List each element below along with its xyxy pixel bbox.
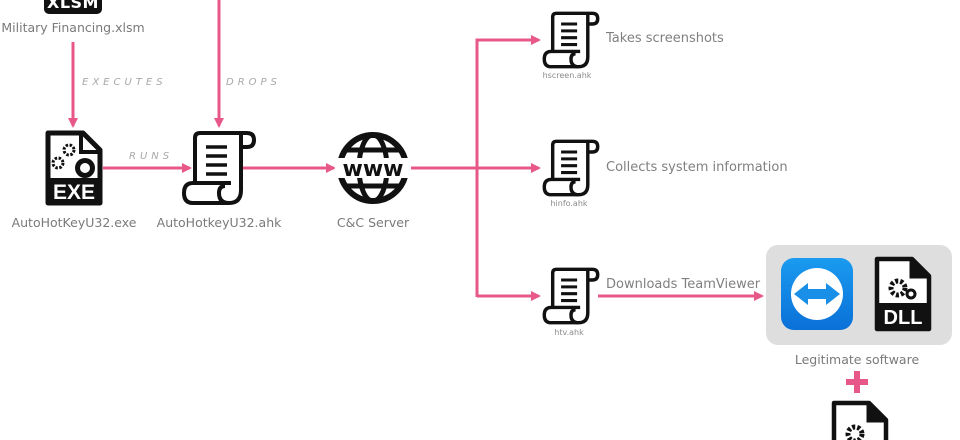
exe-badge: EXE: [53, 181, 95, 204]
edge-cc-to-hscreen: [475, 35, 541, 297]
xlsm-file-icon: XLSM: [44, 0, 102, 14]
dll-badge: DLL: [884, 307, 923, 329]
exe-file-icon: EXE: [45, 130, 103, 206]
hinfo-description: Collects system information: [606, 160, 788, 175]
exe-label: AutoHotKeyU32.exe: [11, 215, 137, 230]
plus-icon: [846, 371, 868, 393]
www-globe-icon: www: [335, 132, 411, 204]
edge-label-runs: RUNS: [129, 151, 174, 162]
hinfo-label: hinfo.ahk: [550, 199, 588, 208]
cc-label: C&C Server: [336, 215, 410, 230]
script-scroll-icon: [542, 139, 600, 197]
dll-file-icon: DLL: [874, 256, 932, 332]
htv-label: htv.ahk: [554, 328, 584, 337]
script-scroll-icon: [542, 267, 600, 325]
teamviewer-icon: [781, 258, 853, 330]
edge-label-drops: DROPS: [226, 77, 281, 88]
connector-lines: [68, 0, 764, 301]
htv-description: Downloads TeamViewer: [606, 277, 761, 292]
edge-label-executes: EXECUTES: [82, 77, 167, 88]
xlsm-badge: XLSM: [47, 0, 99, 12]
script-scroll-icon: [182, 131, 256, 205]
gear-file-icon: [831, 400, 889, 440]
ahk-label: AutoHotkeyU32.ahk: [156, 215, 282, 230]
svg-text:www: www: [343, 157, 404, 182]
legitimate-software-label: Legitimate software: [794, 352, 920, 367]
hscreen-description: Takes screenshots: [606, 31, 724, 46]
script-scroll-icon: [542, 11, 600, 69]
xlsm-label: Military Financing.xlsm: [1, 20, 145, 35]
hscreen-label: hscreen.ahk: [542, 71, 592, 80]
